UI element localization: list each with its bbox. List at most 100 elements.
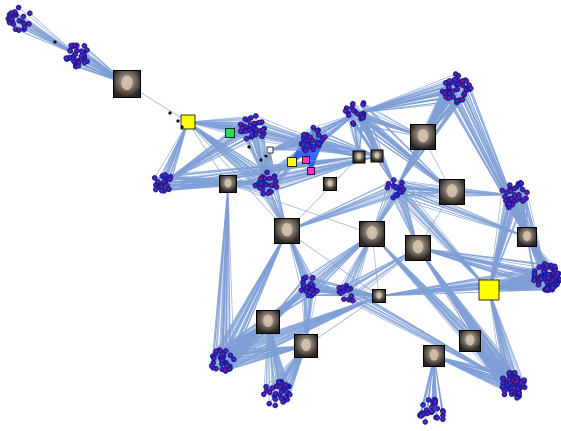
cluster-member-marker — [77, 65, 80, 67]
cluster-member-marker — [503, 390, 506, 392]
graph-edge — [227, 183, 373, 235]
cluster-member-marker — [456, 88, 458, 91]
person-photo-node[interactable] — [372, 289, 386, 303]
person-photo-node[interactable] — [370, 149, 384, 163]
highlight-square-node[interactable] — [302, 156, 310, 164]
cluster-member-marker — [402, 188, 405, 191]
graph-edge — [417, 247, 525, 383]
cluster-member-marker — [420, 415, 423, 417]
cluster-member-marker — [442, 418, 444, 421]
small-junction-node[interactable] — [53, 40, 57, 44]
person-photo-node[interactable] — [219, 175, 237, 193]
highlight-square-node[interactable] — [180, 114, 196, 130]
small-junction-node[interactable] — [247, 145, 251, 149]
graph-edge — [226, 345, 307, 366]
cluster-member-marker — [522, 199, 525, 201]
cluster-member-marker — [515, 380, 518, 383]
person-photo-node[interactable] — [423, 345, 445, 367]
cluster-member-marker — [352, 109, 355, 112]
graph-edge — [356, 73, 456, 114]
cluster-member-marker — [302, 284, 305, 287]
graph-edge — [324, 136, 378, 157]
graph-edge — [388, 183, 490, 291]
person-photo-node[interactable] — [352, 150, 366, 164]
highlight-square-node[interactable] — [478, 279, 500, 301]
cluster-member-marker — [321, 139, 323, 141]
cluster-member-marker — [323, 136, 326, 138]
cluster-member-marker — [277, 380, 280, 383]
cluster-member-marker — [519, 381, 522, 384]
cluster-member-marker — [448, 91, 451, 94]
person-photo-node[interactable] — [410, 124, 436, 150]
cluster-member-marker — [83, 61, 86, 64]
cluster-member-marker — [302, 281, 304, 283]
person-photo-node[interactable] — [294, 334, 318, 358]
cluster-member-marker — [537, 283, 540, 286]
person-photo-node[interactable] — [323, 177, 337, 191]
cluster-member-marker — [505, 381, 507, 384]
person-photo-node[interactable] — [274, 218, 300, 244]
cluster-member-marker — [510, 393, 513, 395]
graph-edge — [187, 121, 261, 189]
cluster-member-marker — [262, 132, 265, 135]
cluster-member-marker — [261, 135, 263, 138]
graph-edge — [400, 186, 490, 291]
person-photo-node[interactable] — [459, 330, 481, 352]
cluster-member-marker — [442, 414, 444, 417]
cluster-member-marker — [155, 188, 157, 191]
cluster-member-marker — [399, 191, 401, 193]
graph-edge — [213, 183, 229, 359]
cluster-member-marker — [508, 372, 510, 375]
face-shape — [366, 226, 378, 240]
cluster-member-marker — [212, 361, 215, 364]
cluster-member-marker — [153, 177, 156, 179]
cluster-member-marker — [442, 411, 445, 413]
cluster-member-marker — [362, 116, 364, 119]
small-junction-node[interactable] — [176, 119, 180, 123]
cluster-member-marker — [516, 397, 518, 399]
graph-edge — [313, 148, 378, 157]
highlight-square-node[interactable] — [287, 157, 297, 167]
cluster-member-marker — [275, 385, 278, 388]
person-photo-node[interactable] — [256, 310, 280, 334]
cluster-member-marker — [513, 387, 516, 389]
small-junction-node[interactable] — [168, 111, 172, 115]
cluster-member-marker — [352, 299, 354, 302]
cluster-member-node[interactable] — [557, 276, 561, 283]
cluster-member-marker — [511, 203, 514, 206]
cluster-member-marker — [394, 186, 397, 188]
person-photo-node[interactable] — [359, 221, 385, 247]
cluster-member-marker — [220, 363, 223, 365]
cluster-member-marker — [243, 125, 246, 128]
cluster-member-marker — [392, 179, 395, 181]
cluster-member-marker — [267, 192, 269, 195]
cluster-member-marker — [274, 404, 276, 407]
cluster-member-marker — [289, 393, 291, 396]
highlight-square-node[interactable] — [266, 146, 274, 154]
cluster-member-marker — [73, 44, 76, 47]
cluster-member-marker — [502, 382, 504, 385]
graph-edge — [286, 187, 388, 232]
cluster-member-marker — [280, 391, 283, 393]
cluster-member-marker — [17, 6, 20, 9]
graph-edge — [165, 174, 268, 184]
graph-edge — [378, 284, 549, 297]
highlight-square-node[interactable] — [225, 128, 235, 138]
cluster-member-marker — [86, 60, 88, 63]
cluster-member-marker — [448, 80, 451, 82]
cluster-member-marker — [362, 103, 364, 106]
cluster-member-marker — [219, 350, 222, 352]
person-photo-node[interactable] — [405, 235, 431, 261]
highlight-square-node[interactable] — [307, 167, 315, 175]
cluster-member-marker — [76, 49, 78, 52]
cluster-member-marker — [451, 90, 454, 92]
graph-edge — [187, 121, 241, 125]
person-photo-node[interactable] — [517, 227, 537, 247]
small-junction-node[interactable] — [264, 154, 268, 158]
person-photo-node[interactable] — [439, 179, 465, 205]
cluster-member-marker — [304, 149, 307, 152]
cluster-member-marker — [387, 182, 390, 185]
small-junction-node[interactable] — [180, 125, 184, 129]
person-photo-node[interactable] — [113, 70, 141, 98]
small-junction-node[interactable] — [259, 158, 263, 162]
